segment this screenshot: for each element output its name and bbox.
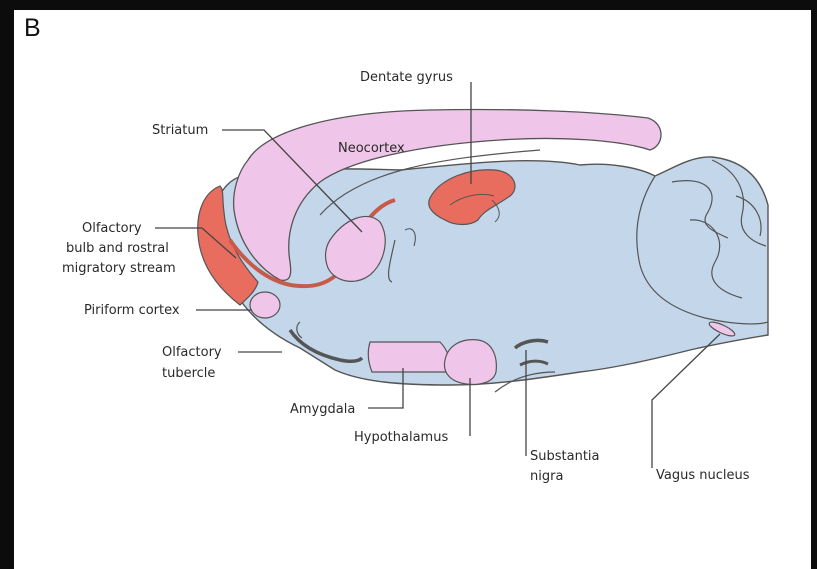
label-olfactory-bulb-1: Olfactory: [82, 221, 142, 236]
label-striatum: Striatum: [152, 123, 208, 138]
label-olfactory-bulb-3: migratory stream: [62, 261, 176, 276]
label-substantia-nigra-2: nigra: [530, 469, 563, 484]
piriform-cortex-region: [250, 292, 280, 318]
hypothalamus-region: [444, 340, 496, 385]
label-neocortex: Neocortex: [338, 141, 405, 156]
label-olfactory-tubercle-2: tubercle: [162, 366, 215, 381]
label-vagus-nucleus: Vagus nucleus: [656, 468, 750, 483]
label-olfactory-tubercle-1: Olfactory: [162, 345, 222, 360]
label-hypothalamus: Hypothalamus: [354, 430, 448, 445]
label-olfactory-bulb-2: bulb and rostral: [66, 241, 169, 256]
amygdala-region: [368, 342, 449, 372]
label-substantia-nigra-1: Substantia: [530, 449, 600, 464]
label-dentate-gyrus: Dentate gyrus: [360, 70, 453, 85]
label-piriform-cortex: Piriform cortex: [84, 303, 180, 318]
label-amygdala: Amygdala: [290, 402, 355, 417]
